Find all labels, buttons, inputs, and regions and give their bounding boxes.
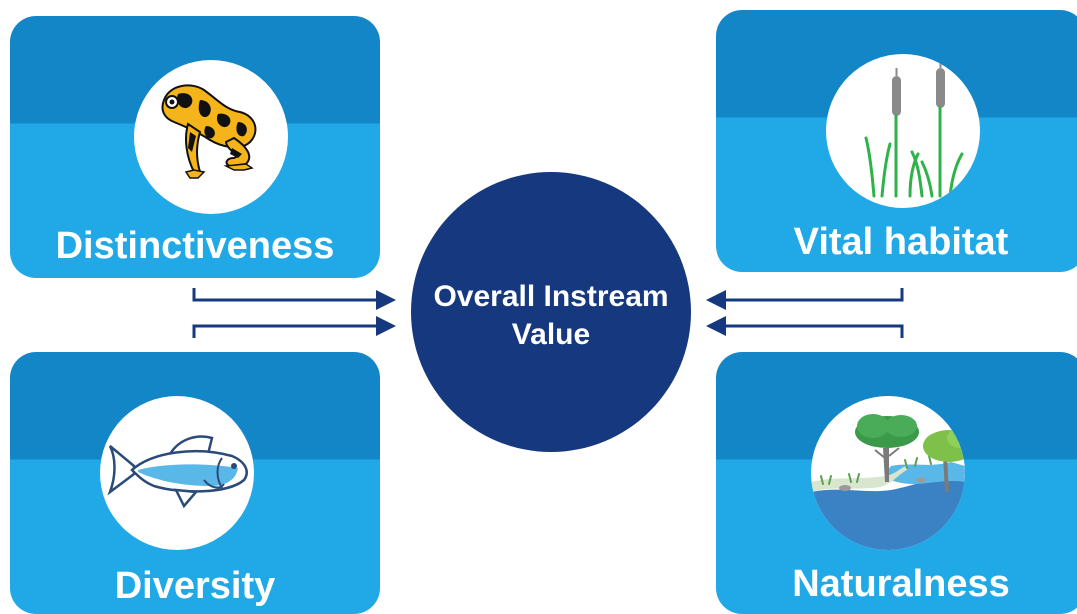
arrowhead-right-upper <box>376 290 396 310</box>
arrowhead-left-lower <box>706 316 726 336</box>
center-title-line1: Overall Instream <box>433 280 669 313</box>
diversity-label: Diversity <box>114 565 276 607</box>
vital-habitat-card: Vital habitat <box>716 10 1077 272</box>
landscape-icon <box>811 396 965 550</box>
naturalness-card: Naturalness <box>716 352 1077 614</box>
arrow-vital-habitat-to-center <box>724 288 904 302</box>
distinctiveness-label: Distinctiveness <box>55 225 335 267</box>
distinctiveness-card: Distinctiveness <box>10 16 380 278</box>
frog-icon <box>134 60 288 214</box>
arrow-distinctiveness-to-center <box>192 288 378 302</box>
center-title-line2: Value <box>511 318 591 351</box>
center-title: Overall Instream Value <box>411 278 691 354</box>
vital-habitat-label: Vital habitat <box>793 221 1009 263</box>
overall-instream-value-circle: Overall Instream Value <box>411 172 691 452</box>
naturalness-label: Naturalness <box>792 563 1010 605</box>
arrowhead-right-lower <box>376 316 396 336</box>
arrow-naturalness-to-center <box>724 324 904 338</box>
arrowhead-left-upper <box>706 290 726 310</box>
fish-icon <box>100 396 254 550</box>
cattail-icon <box>826 54 980 208</box>
arrow-diversity-to-center <box>192 324 378 338</box>
diversity-card: Diversity <box>10 352 380 614</box>
